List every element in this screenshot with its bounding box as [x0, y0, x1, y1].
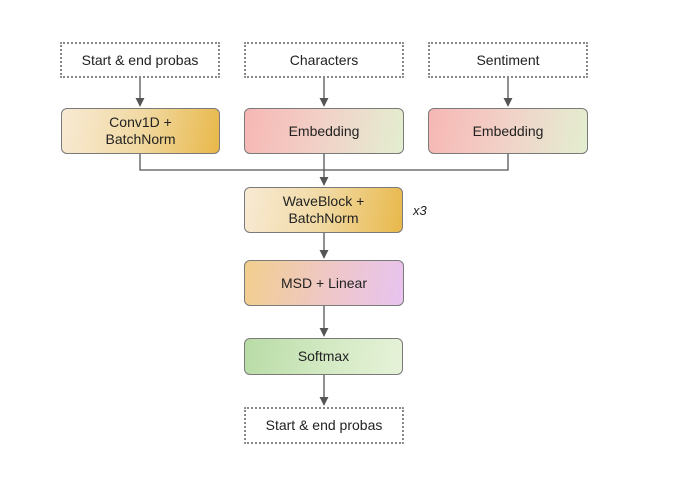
start-end-probas-input-label: Start & end probas	[81, 51, 199, 68]
sentiment-embedding-node: Embedding	[428, 108, 588, 154]
start-end-probas-output-node: Start & end probas	[244, 407, 404, 444]
edge-sentiment-embedding-to-merge	[324, 154, 509, 171]
characters-input-node: Characters	[244, 42, 404, 78]
edge-conv-to-merge	[139, 154, 324, 171]
msd-linear-node: MSD + Linear	[244, 260, 404, 306]
sentiment-input-label: Sentiment	[476, 51, 540, 68]
waveblock-batchnorm-node: WaveBlock + BatchNorm	[244, 187, 403, 233]
repeat-count-label: x3	[413, 203, 427, 218]
waveblock-batchnorm-label: WaveBlock + BatchNorm	[282, 193, 365, 226]
conv1d-batchnorm-label: Conv1D + BatchNorm	[105, 114, 176, 147]
conv1d-batchnorm-node: Conv1D + BatchNorm	[61, 108, 220, 154]
sentiment-embedding-label: Embedding	[472, 122, 544, 139]
characters-input-label: Characters	[289, 51, 359, 68]
characters-embedding-label: Embedding	[288, 122, 360, 139]
msd-linear-label: MSD + Linear	[281, 274, 367, 291]
softmax-label: Softmax	[297, 348, 350, 364]
start-end-probas-input-node: Start & end probas	[60, 42, 220, 78]
start-end-probas-output-label: Start & end probas	[265, 417, 383, 433]
characters-embedding-node: Embedding	[244, 108, 404, 154]
softmax-node: Softmax	[244, 338, 403, 375]
sentiment-input-node: Sentiment	[428, 42, 588, 78]
